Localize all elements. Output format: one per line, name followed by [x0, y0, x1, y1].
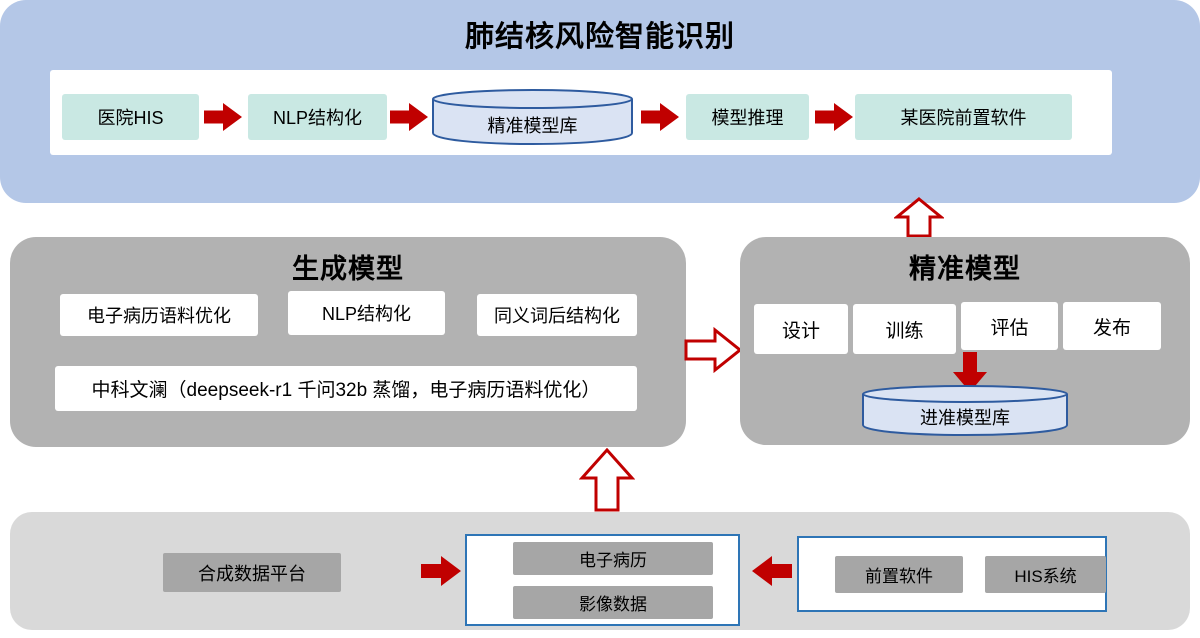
precision-model-db-label: 精准模型库 [487, 116, 578, 136]
database-cylinder-icon [862, 385, 1068, 437]
generate-item-nlp: NLP结构化 [288, 291, 445, 335]
synthetic-data-platform: 合成数据平台 [163, 553, 341, 592]
precise-step-evaluate: 评估 [961, 302, 1058, 350]
clinical-data-group: 电子病历 影像数据 [465, 534, 740, 626]
node-nlp-structuring: NLP结构化 [248, 94, 387, 140]
generate-model-section: 生成模型 电子病历语料优化 NLP结构化 同义词后结构化 中科文澜（deepse… [10, 237, 686, 447]
generate-item-zhongke-wenlan: 中科文澜（deepseek-r1 千问32b 蒸馏，电子病历语料优化） [55, 366, 637, 411]
imaging-data-box: 影像数据 [513, 586, 713, 619]
generate-model-title: 生成模型 [292, 254, 404, 284]
arrow-right-icon [421, 556, 461, 586]
generate-item-synonym: 同义词后结构化 [477, 294, 637, 336]
precise-model-section: 精准模型 设计 训练 评估 发布 进准模型库 [740, 237, 1190, 445]
precise-step-design: 设计 [754, 304, 848, 354]
arrow-up-outline-icon [894, 197, 944, 238]
hospital-source-group: 前置软件 HIS系统 [797, 536, 1107, 612]
arrow-right-icon [641, 103, 679, 131]
top-banner: 肺结核风险智能识别 医院HIS NLP结构化 精准模型库 模型推理 某医院前置软… [0, 0, 1200, 203]
precise-step-train: 训练 [853, 304, 956, 354]
precision-model-db: 精准模型库 [430, 88, 635, 146]
precise-step-release: 发布 [1063, 302, 1161, 350]
arrow-left-icon [752, 556, 792, 586]
generate-item-emr-corpus: 电子病历语料优化 [60, 294, 258, 336]
arrow-down-icon [953, 352, 987, 392]
database-cylinder-icon [432, 89, 633, 146]
arrow-right-icon [815, 103, 853, 131]
node-model-inference: 模型推理 [686, 94, 809, 140]
precise-model-db-label: 进准模型库 [920, 408, 1010, 428]
emr-data-box: 电子病历 [513, 542, 713, 575]
arrow-up-outline-icon [579, 448, 635, 512]
node-hospital-front-software: 某医院前置软件 [855, 94, 1072, 140]
precise-model-title: 精准模型 [909, 254, 1021, 284]
front-software-box: 前置软件 [835, 556, 963, 593]
precise-model-db: 进准模型库 [860, 384, 1070, 437]
his-system-box: HIS系统 [985, 556, 1106, 593]
page-title: 肺结核风险智能识别 [464, 21, 735, 53]
arrow-right-outline-icon [684, 327, 742, 373]
arrow-right-icon [390, 103, 428, 131]
data-source-section: 合成数据平台 电子病历 影像数据 前置软件 HIS系统 [10, 512, 1190, 630]
node-hospital-his: 医院HIS [62, 94, 199, 140]
arrow-right-icon [204, 103, 242, 131]
